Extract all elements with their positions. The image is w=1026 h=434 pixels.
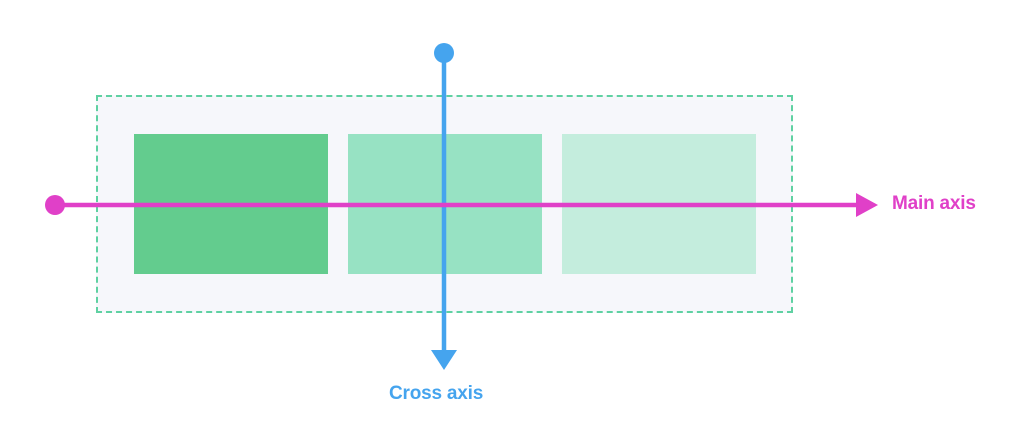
main-axis-arrowhead: [856, 193, 878, 217]
main-axis-start-dot: [45, 195, 65, 215]
cross-axis-arrowhead: [431, 350, 457, 370]
cross-axis-label: Cross axis: [389, 383, 484, 404]
main-axis-label: Main axis: [892, 193, 976, 214]
main-axis: [45, 193, 878, 217]
cross-axis-start-dot: [434, 43, 454, 63]
